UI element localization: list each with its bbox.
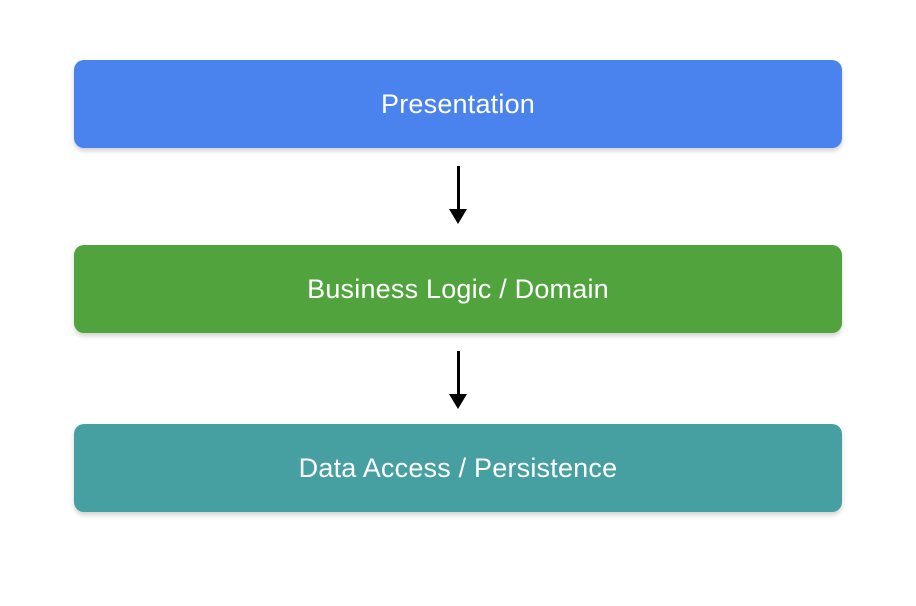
- arrow-head: [449, 209, 467, 224]
- layer-node-data-access: Data Access / Persistence: [74, 424, 842, 512]
- layer-node-presentation: Presentation: [74, 60, 842, 148]
- arrow-head: [449, 394, 467, 409]
- arrow-shaft: [456, 351, 460, 394]
- arrow-shaft: [456, 166, 460, 209]
- layer-label-data-access: Data Access / Persistence: [298, 452, 618, 483]
- layer-label-business-logic: Business Logic / Domain: [307, 273, 609, 304]
- layer-label-presentation: Presentation: [381, 88, 535, 119]
- layer-node-business-logic: Business Logic / Domain: [74, 245, 842, 333]
- down-arrow-icon: [0, 166, 916, 224]
- down-arrow-icon: [0, 351, 916, 409]
